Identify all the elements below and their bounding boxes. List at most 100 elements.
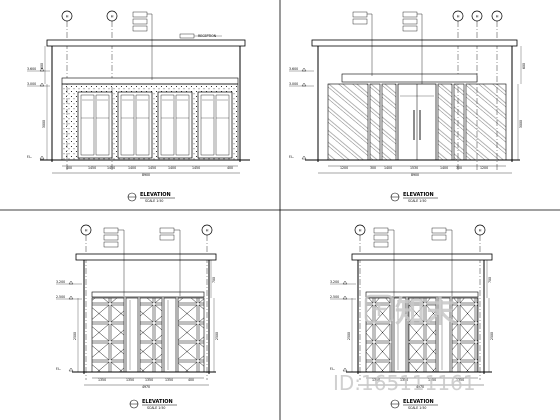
level-marker: 3.000 bbox=[27, 82, 50, 87]
level-marker: 3.600 bbox=[289, 67, 314, 72]
watermark: 知末 ID:165111161 bbox=[333, 294, 476, 395]
svg-text:1450: 1450 bbox=[148, 166, 156, 170]
elevation-panel-1: H H bbox=[27, 10, 250, 203]
bulkhead bbox=[61, 77, 239, 85]
level-marker: 2.500 bbox=[56, 295, 82, 300]
svg-text:700: 700 bbox=[212, 277, 216, 283]
double-door bbox=[197, 91, 233, 159]
elevation-title: ELEVATION SCALE 1:50 bbox=[129, 399, 177, 410]
svg-text:H: H bbox=[111, 13, 114, 18]
vertical-dimension: 2500 2500 700 bbox=[347, 260, 494, 372]
cabinet-door bbox=[393, 297, 407, 373]
svg-text:F.L.: F.L. bbox=[330, 367, 335, 371]
glass-panel bbox=[465, 83, 507, 161]
svg-text:H: H bbox=[476, 13, 479, 18]
svg-text:3000: 3000 bbox=[519, 120, 523, 128]
callout-tag bbox=[402, 11, 423, 84]
svg-text:3.600: 3.600 bbox=[289, 67, 298, 71]
ceiling-slab bbox=[46, 39, 246, 47]
level-marker: F.L. bbox=[330, 367, 348, 372]
svg-text:1350: 1350 bbox=[165, 378, 173, 382]
glass-panel bbox=[437, 83, 453, 161]
svg-text:2500: 2500 bbox=[215, 332, 219, 340]
dimension-string: 1200 300 1400 1530 1400 300 1200 8900 bbox=[318, 165, 512, 177]
svg-text:400: 400 bbox=[188, 378, 194, 382]
svg-text:2.500: 2.500 bbox=[330, 295, 339, 299]
dimension-string: 1350 1350 1350 1350 400 4970 bbox=[84, 377, 209, 389]
svg-text:F.L.: F.L. bbox=[56, 367, 61, 371]
svg-text:H: H bbox=[359, 227, 362, 232]
cabinet-panel bbox=[451, 297, 479, 373]
watermark-logo-icon bbox=[364, 294, 394, 324]
svg-text:2500: 2500 bbox=[347, 332, 351, 340]
svg-text:H: H bbox=[66, 13, 69, 18]
svg-text:1530: 1530 bbox=[410, 166, 418, 170]
svg-text:1350: 1350 bbox=[428, 378, 436, 382]
svg-text:SCALE 1:50: SCALE 1:50 bbox=[145, 199, 163, 203]
svg-text:4970: 4970 bbox=[142, 385, 150, 389]
vertical-dimension: 3000 600 bbox=[40, 46, 48, 160]
svg-text:300: 300 bbox=[370, 166, 376, 170]
svg-text:SCALE 1:50: SCALE 1:50 bbox=[147, 406, 165, 410]
vertical-dimension: 3000 600 bbox=[517, 46, 526, 160]
ceiling-slab bbox=[75, 253, 217, 261]
level-marker: F.L. bbox=[27, 155, 45, 160]
cabinet-panel bbox=[139, 297, 163, 373]
svg-text:1450: 1450 bbox=[107, 166, 115, 170]
glass-door bbox=[397, 83, 437, 161]
svg-text:F.L.: F.L. bbox=[289, 155, 294, 159]
svg-text:1450: 1450 bbox=[192, 166, 200, 170]
svg-text:3000: 3000 bbox=[42, 120, 46, 128]
svg-text:1350: 1350 bbox=[400, 378, 408, 382]
svg-text:3.000: 3.000 bbox=[27, 82, 36, 86]
svg-text:ELEVATION: ELEVATION bbox=[403, 192, 434, 198]
callout-tag bbox=[352, 11, 373, 76]
svg-text:1450: 1450 bbox=[88, 166, 96, 170]
svg-text:1400: 1400 bbox=[384, 166, 392, 170]
elevation-title: ELEVATION SCALE 1:50 bbox=[390, 192, 438, 203]
vertical-dimension: 2500 2500 700 bbox=[73, 260, 219, 372]
glass-panel bbox=[453, 83, 465, 161]
svg-text:700: 700 bbox=[488, 277, 492, 283]
double-door bbox=[77, 91, 113, 159]
svg-text:8900: 8900 bbox=[411, 173, 419, 177]
svg-text:600: 600 bbox=[40, 63, 44, 69]
svg-text:3.000: 3.000 bbox=[289, 82, 298, 86]
svg-text:1200: 1200 bbox=[480, 166, 488, 170]
svg-text:1400: 1400 bbox=[440, 166, 448, 170]
watermark-id-text: ID:165111161 bbox=[333, 371, 476, 395]
svg-text:400: 400 bbox=[227, 166, 233, 170]
elevation-panel-4: H H bbox=[330, 224, 494, 410]
glass-panel bbox=[327, 83, 369, 161]
svg-text:ELEVATION: ELEVATION bbox=[142, 399, 173, 405]
double-door bbox=[117, 91, 153, 159]
bulkhead bbox=[91, 291, 205, 298]
svg-text:1350: 1350 bbox=[372, 378, 380, 382]
svg-text:1200: 1200 bbox=[340, 166, 348, 170]
svg-text:1350: 1350 bbox=[126, 378, 134, 382]
cabinet-door bbox=[125, 297, 139, 373]
level-marker: 2.500 bbox=[330, 295, 356, 300]
bulkhead bbox=[365, 291, 479, 298]
level-marker: 3.200 bbox=[56, 280, 82, 285]
level-marker: 3.600 bbox=[27, 67, 50, 72]
svg-text:SCALE 1:50: SCALE 1:50 bbox=[408, 199, 426, 203]
ceiling-slab bbox=[351, 253, 493, 261]
svg-text:ELEVATION: ELEVATION bbox=[403, 399, 434, 405]
svg-text:H: H bbox=[479, 227, 482, 232]
svg-text:2500: 2500 bbox=[490, 332, 494, 340]
svg-text:8900: 8900 bbox=[142, 173, 150, 177]
svg-text:3.200: 3.200 bbox=[330, 280, 339, 284]
svg-text:3.200: 3.200 bbox=[56, 280, 65, 284]
svg-text:4970: 4970 bbox=[416, 385, 424, 389]
svg-text:300: 300 bbox=[456, 166, 462, 170]
elevation-panel-2: H H H bbox=[289, 10, 526, 203]
svg-text:SCALE 1:50: SCALE 1:50 bbox=[408, 406, 426, 410]
svg-text:1350: 1350 bbox=[456, 378, 464, 382]
dimension-string: 1350 1350 1350 1350 4970 bbox=[358, 377, 484, 389]
svg-text:H: H bbox=[206, 227, 209, 232]
grid-bubble: H bbox=[80, 224, 92, 380]
watermark-logo-text: 知末 bbox=[395, 295, 455, 330]
callout-tag: RECEPTION bbox=[179, 33, 222, 39]
svg-text:600: 600 bbox=[522, 63, 526, 69]
